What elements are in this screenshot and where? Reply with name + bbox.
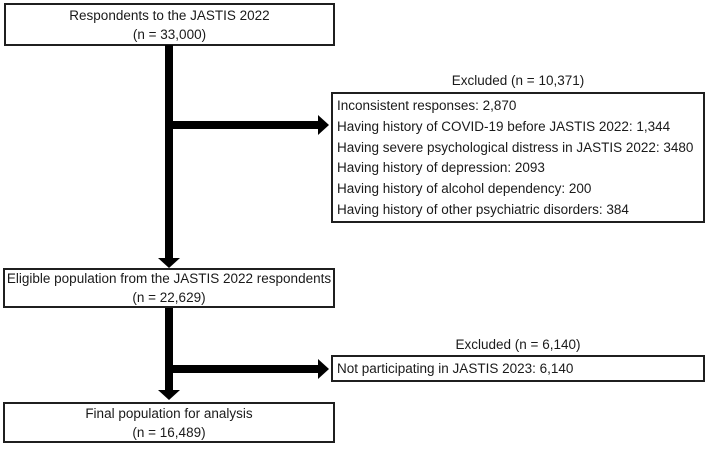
arrow-shaft-eligible-to-final — [165, 308, 173, 391]
box-final: Final population for analysis (n = 16,48… — [3, 402, 335, 443]
box-final-title: Final population for analysis — [85, 405, 253, 421]
box-respondents-n: (n = 33,000) — [132, 26, 207, 42]
box-eligible: Eligible population from the JASTIS 2022… — [3, 268, 335, 308]
excluded-1-item: Having history of COVID-19 before JASTIS… — [337, 118, 671, 134]
excluded-2-title: Excluded (n = 6,140) — [455, 337, 581, 352]
arrow-shaft-to-excluded-1 — [165, 121, 318, 129]
excluded-1-item: Having history of depression: 2093 — [337, 160, 545, 176]
excluded-1-item: Inconsistent responses: 2,870 — [337, 97, 517, 113]
excluded-1-box: Inconsistent responses: 2,870 Having his… — [331, 92, 705, 223]
box-respondents-title: Respondents to the JASTIS 2022 — [69, 7, 270, 23]
excluded-2-item: Not participating in JASTIS 2023: 6,140 — [337, 361, 574, 376]
excluded-2-box: Not participating in JASTIS 2023: 6,140 — [331, 355, 705, 382]
excluded-1-item: Having history of alcohol dependency: 20… — [337, 181, 592, 197]
arrowhead-down-to-eligible-icon — [158, 258, 180, 268]
arrowhead-down-to-final-icon — [158, 390, 180, 400]
arrow-shaft-respondents-to-eligible — [165, 45, 173, 259]
box-eligible-n: (n = 22,629) — [132, 290, 206, 305]
arrow-shaft-to-excluded-2 — [165, 365, 318, 373]
arrowhead-right-to-excluded-1-icon — [318, 115, 329, 135]
box-final-n: (n = 16,489) — [132, 424, 206, 440]
excluded-1-title: Excluded (n = 10,371) — [451, 73, 585, 88]
arrowhead-right-to-excluded-2-icon — [318, 359, 329, 379]
excluded-1-item: Having history of other psychiatric diso… — [337, 202, 629, 218]
excluded-1-item: Having severe psychological distress in … — [337, 139, 694, 155]
box-respondents: Respondents to the JASTIS 2022 (n = 33,0… — [4, 3, 335, 46]
box-eligible-title: Eligible population from the JASTIS 2022… — [6, 271, 332, 286]
